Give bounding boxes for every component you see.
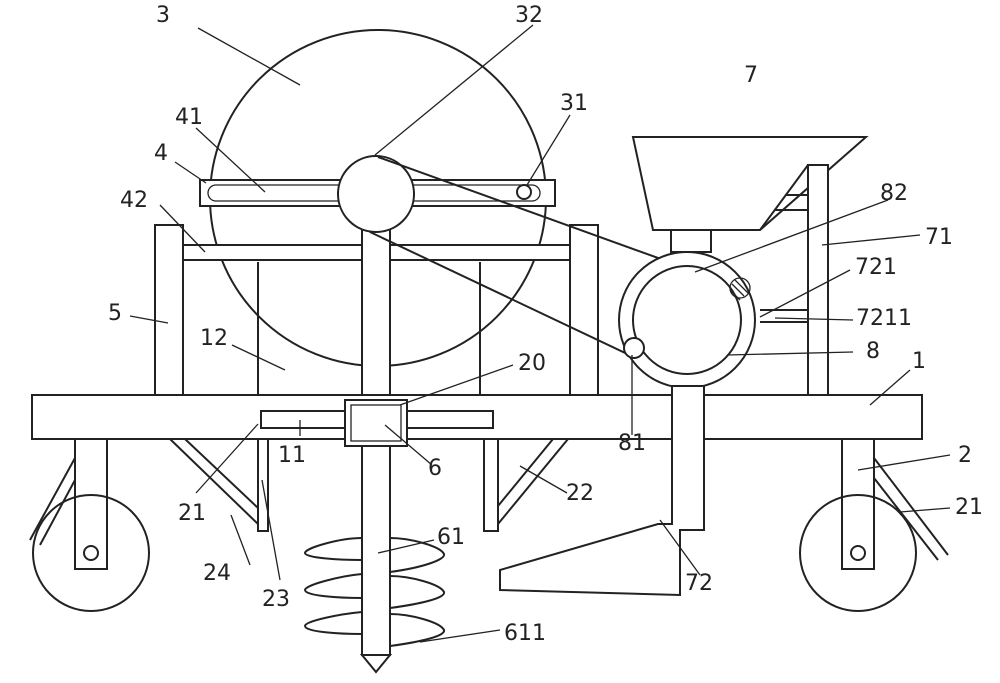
label-31: 31 (560, 91, 588, 116)
brace-part-21-left-b (39, 479, 76, 546)
label-81: 81 (618, 431, 646, 456)
pin-part-31 (516, 184, 532, 200)
wheel-right (799, 494, 917, 612)
wheel-left-hub (83, 545, 99, 561)
label-42: 42 (120, 188, 148, 213)
support-post-left (154, 224, 184, 396)
leader-lines (129, 24, 951, 643)
label-2: 2 (958, 443, 972, 468)
seed-cell-part-721 (729, 277, 751, 299)
small-pulley-part-81 (623, 337, 645, 359)
label-3: 3 (156, 3, 170, 28)
pulley-part-32 (337, 155, 415, 233)
auger-spiral-part-61 (303, 537, 445, 647)
support-leg-right (483, 438, 499, 532)
label-4: 4 (154, 141, 168, 166)
belt-lower (369, 231, 641, 361)
label-11: 11 (278, 443, 306, 468)
label-72: 72 (685, 571, 713, 596)
brace-part-21-right-b (873, 477, 939, 561)
label-6: 6 (428, 456, 442, 481)
label-71: 71 (925, 225, 953, 250)
wheel-right-hub (850, 545, 866, 561)
label-23: 23 (262, 587, 290, 612)
hopper-part-7 (631, 136, 869, 231)
auger-tip (359, 654, 393, 674)
block-part-6 (344, 399, 408, 447)
label-41: 41 (175, 105, 203, 130)
label-21-right: 21 (955, 495, 983, 520)
brace-part-22 (497, 438, 569, 525)
roller-part-8 (632, 265, 742, 375)
label-82: 82 (880, 181, 908, 206)
brace-part-24 (169, 438, 259, 525)
brace-part-21-left (29, 457, 76, 541)
label-61: 61 (437, 525, 465, 550)
support-post-right (569, 224, 599, 396)
brace-part-21-right (873, 457, 949, 556)
wheel-left (32, 494, 150, 612)
label-20: 20 (518, 351, 546, 376)
label-22: 22 (566, 481, 594, 506)
block-inner (350, 404, 402, 442)
seed-cell-hatch (729, 279, 749, 301)
chute-part-72 (499, 385, 705, 597)
belt-upper (377, 156, 698, 273)
upright-part-71 (807, 164, 829, 396)
label-8: 8 (866, 339, 880, 364)
label-721: 721 (855, 255, 897, 280)
hopper-brace (759, 164, 809, 231)
label-7211: 7211 (856, 306, 912, 331)
label-32: 32 (515, 3, 543, 28)
brace-part-24-b (184, 438, 259, 509)
label-21-left: 21 (178, 501, 206, 526)
brace-part-22-b (497, 438, 554, 507)
label-1: 1 (912, 349, 926, 374)
hopper-neck (670, 229, 712, 253)
label-24: 24 (203, 561, 231, 586)
label-12: 12 (200, 326, 228, 351)
label-7: 7 (744, 63, 758, 88)
label-611: 611 (504, 621, 546, 646)
label-5: 5 (108, 301, 122, 326)
